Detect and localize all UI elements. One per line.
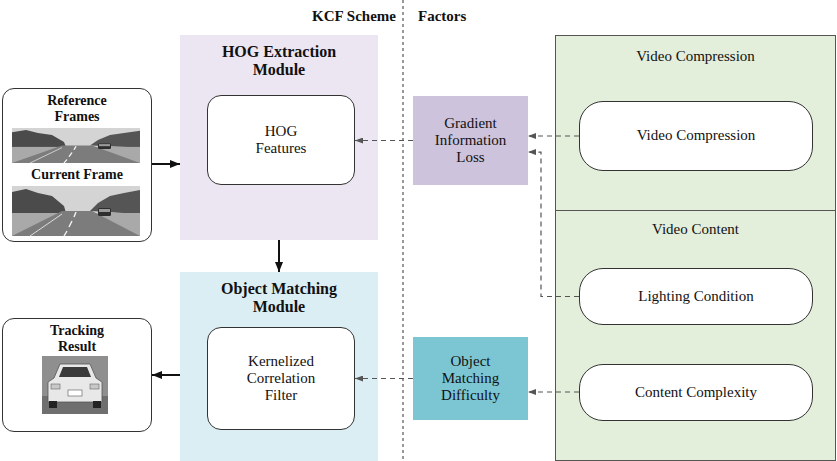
node-text: Current Frame xyxy=(31,167,123,183)
factor-box: Gradient Information Loss xyxy=(413,96,528,185)
factor-item: Content Complexity xyxy=(579,364,813,421)
road-image xyxy=(12,186,140,236)
connector xyxy=(152,163,180,165)
output-box: Tracking Result xyxy=(2,318,152,432)
node-text: Kernelized Correlation Filter xyxy=(233,353,329,405)
node-text: Reference Frames xyxy=(27,93,127,125)
connector xyxy=(152,374,180,376)
connector xyxy=(528,391,579,392)
connector xyxy=(528,152,579,296)
node-text: Video Compression xyxy=(637,127,756,144)
node-text: Lighting Condition xyxy=(638,288,753,305)
road-image xyxy=(12,128,140,163)
factor-box: Object Matching Difficulty xyxy=(413,337,528,420)
factor-panel: Video ContentLighting ConditionContent C… xyxy=(555,210,836,461)
node-text: Tracking Result xyxy=(35,323,119,355)
node-text: Gradient Information Loss xyxy=(431,115,511,167)
node-text: HOG Features xyxy=(246,123,316,158)
connector xyxy=(528,135,579,136)
process-box: HOG Features xyxy=(207,95,355,185)
factor-item: Video Compression xyxy=(579,101,813,171)
node-text: Object Matching Module xyxy=(204,280,354,317)
section-label: KCF Scheme xyxy=(296,8,396,25)
divider-line xyxy=(403,0,404,461)
node-text: HOG Extraction Module xyxy=(204,43,354,80)
module-panel: Object Matching ModuleKernelized Correla… xyxy=(180,272,378,461)
input-frames-box: Reference FramesCurrent Frame xyxy=(2,88,152,242)
node-text: Content Complexity xyxy=(635,384,757,401)
module-panel: HOG Extraction ModuleHOG Features xyxy=(180,35,378,240)
node-text: Object Matching Difficulty xyxy=(431,353,511,405)
section-label: Factors xyxy=(418,8,518,25)
factor-panel: Video CompressionVideo Compression xyxy=(555,35,836,211)
factor-item: Lighting Condition xyxy=(579,268,813,325)
node-text: Video Content xyxy=(652,221,739,238)
node-text: Video Compression xyxy=(636,48,755,65)
connector xyxy=(278,240,280,272)
connector xyxy=(355,140,413,141)
process-box: Kernelized Correlation Filter xyxy=(207,327,355,430)
car-image xyxy=(42,356,108,414)
connector xyxy=(355,378,413,379)
